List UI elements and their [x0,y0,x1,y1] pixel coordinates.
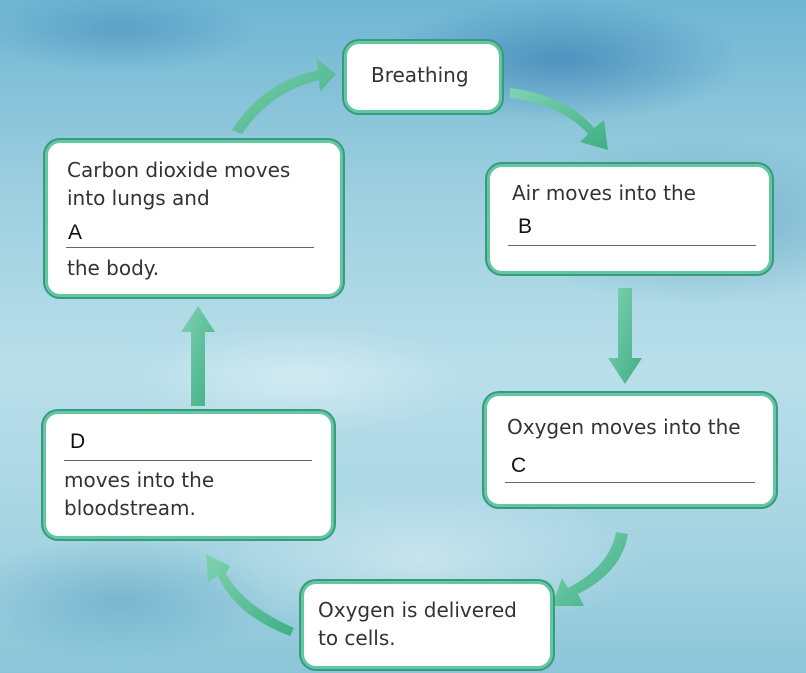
node-carbon-line3: the body. [67,256,160,280]
node-carbon-blank-line [66,247,314,248]
node-bloodstream-blank-line [64,460,312,461]
node-oxygen-in-line1: Oxygen moves into the [507,415,741,439]
arrow-delivered-to-bloodstream [206,554,294,636]
node-air-line1: Air moves into the [512,181,696,205]
arrow-breathing-to-air [510,88,608,150]
arrow-carbon-to-breathing [232,58,336,134]
node-bloodstream-line2: bloodstream. [64,496,196,520]
node-bloodstream: D moves into the bloodstream. [46,414,331,536]
node-bloodstream-blank-label: D [70,430,86,453]
node-oxygen-in: Oxygen moves into the C [487,396,773,504]
node-air-blank-label: B [518,215,533,238]
node-delivered-line2: to cells. [318,626,396,650]
node-delivered: Oxygen is delivered to cells. [304,584,550,666]
node-oxygen-in-blank-line [505,482,755,483]
node-air-blank-line [508,245,756,246]
node-carbon: Carbon dioxide moves into lungs and A th… [48,143,340,294]
arrow-oxygen-to-delivered [552,532,628,606]
node-breathing-text: Breathing [371,63,469,87]
node-carbon-line1: Carbon dioxide moves [67,158,291,182]
node-carbon-blank-label: A [68,221,83,244]
node-bloodstream-line1: moves into the [64,468,215,492]
node-breathing: Breathing [347,44,499,110]
arrow-bloodstream-to-carbon [181,306,215,406]
node-carbon-line2: into lungs and [67,186,210,210]
arrow-air-to-oxygen [608,288,642,384]
node-delivered-line1: Oxygen is delivered [318,598,517,622]
node-air: Air moves into the B [490,167,769,271]
node-oxygen-in-blank-label: C [511,454,527,477]
